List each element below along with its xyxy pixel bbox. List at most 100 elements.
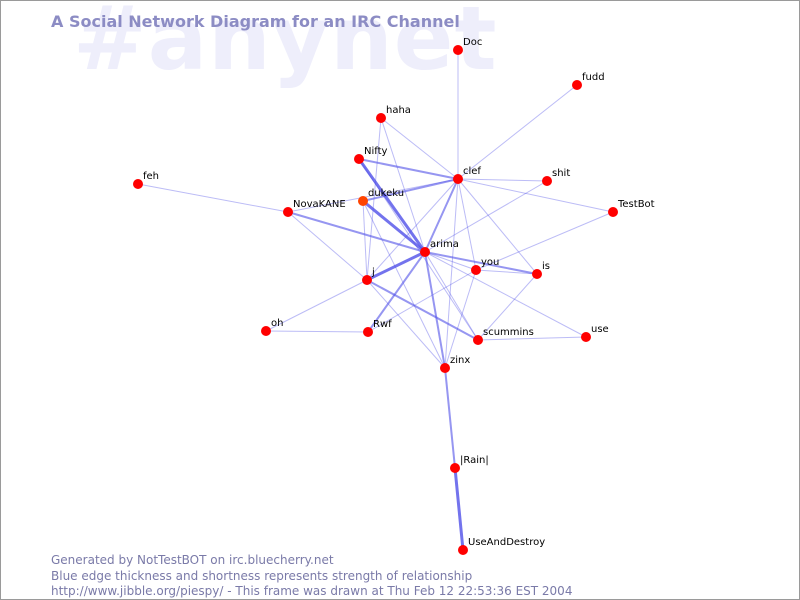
edge-shit-arima (424, 180, 548, 253)
node-label-Rain: |Rain| (460, 455, 489, 466)
node-dukeku: dukeku (358, 188, 404, 206)
edge-arima-you (424, 251, 477, 271)
node-label-zinx: zinx (450, 355, 470, 366)
edge-arima-j (366, 250, 426, 282)
node-label-oh: oh (271, 318, 283, 329)
node-label-Doc: Doc (463, 37, 482, 48)
node-label-j: j (371, 267, 375, 278)
node-dot-scummins (473, 335, 483, 345)
edge-clef-TestBot (457, 178, 614, 213)
edge-j-zinx (366, 279, 446, 369)
node-scummins: scummins (473, 327, 534, 345)
edge-arima-scummins (424, 251, 479, 341)
node-Nifty: Nifty (354, 146, 388, 164)
edge-clef-you (457, 178, 477, 271)
node-label-Nifty: Nifty (364, 146, 388, 157)
node-label-shit: shit (552, 168, 570, 179)
node-label-use: use (591, 324, 609, 335)
edge-Rain-UseAndDestroy (453, 467, 465, 551)
edge-clef-j (366, 178, 459, 281)
node-haha: haha (376, 105, 411, 123)
edge-Nifty-clef (358, 158, 459, 180)
node-dot-Nifty (354, 154, 364, 164)
node-fudd: fudd (572, 72, 605, 90)
node-label-NovaKANE: NovaKANE (293, 199, 346, 210)
node-dot-zinx (440, 363, 450, 373)
node-dot-Rwf (363, 327, 373, 337)
node-clef: clef (453, 166, 481, 184)
edge-Nifty-arima (357, 158, 427, 253)
node-dot-arima (420, 247, 430, 257)
node-UseAndDestroy: UseAndDestroy (458, 537, 545, 555)
node-feh: feh (133, 171, 159, 189)
node-label-dukeku: dukeku (368, 188, 404, 199)
edge-j-oh (265, 279, 368, 332)
edge-dukeku-arima (362, 199, 426, 254)
node-dot-j (362, 275, 372, 285)
node-zinx: zinx (440, 355, 470, 373)
node-label-clef: clef (463, 166, 481, 177)
edge-is-scummins (477, 273, 538, 341)
edge-you-Rwf (367, 269, 477, 333)
node-label-UseAndDestroy: UseAndDestroy (468, 537, 545, 548)
edge-clef-shit (457, 178, 548, 182)
edge-clef-zinx (444, 178, 459, 369)
node-label-arima: arima (430, 239, 459, 250)
node-label-is: is (542, 261, 550, 272)
edge-zinx-Rain (444, 367, 456, 469)
edge-arima-is (424, 251, 538, 275)
node-dot-TestBot (608, 207, 618, 217)
edge-arima-use (424, 251, 587, 338)
node-dot-Doc (453, 45, 463, 55)
edge-layer (137, 50, 614, 551)
node-dot-you (471, 265, 481, 275)
node-dot-haha (376, 113, 386, 123)
edge-dukeku-zinx (362, 200, 446, 369)
edge-clef-arima (424, 178, 459, 253)
edge-feh-NovaKANE (137, 183, 289, 213)
diagram-title: A Social Network Diagram for an IRC Chan… (51, 12, 460, 31)
node-TestBot: TestBot (608, 199, 655, 217)
node-you: you (471, 257, 499, 275)
edge-TestBot-you (475, 211, 614, 271)
node-arima: arima (420, 239, 459, 257)
edge-j-scummins (366, 279, 479, 341)
node-dot-fudd (572, 80, 582, 90)
node-dot-UseAndDestroy (458, 545, 468, 555)
edge-NovaKANE-arima (287, 211, 426, 253)
node-dot-oh (261, 326, 271, 336)
node-dot-feh (133, 179, 143, 189)
edge-arima-Rwf (367, 251, 426, 333)
node-label-fudd: fudd (582, 72, 605, 83)
footer-line-legend: Blue edge thickness and shortness repres… (51, 568, 473, 583)
edge-you-is (475, 269, 538, 275)
node-Doc: Doc (453, 37, 482, 55)
edge-you-zinx (444, 269, 477, 369)
node-NovaKANE: NovaKANE (283, 199, 346, 217)
node-use: use (581, 324, 609, 342)
node-Rwf: Rwf (363, 319, 392, 337)
node-shit: shit (542, 168, 570, 186)
edge-clef-NovaKANE (287, 178, 459, 213)
node-j: j (362, 267, 375, 285)
node-dot-NovaKANE (283, 207, 293, 217)
edge-dukeku-j (362, 200, 368, 281)
node-dot-Rain (450, 463, 460, 473)
edge-haha-clef (380, 117, 459, 180)
edge-fudd-clef (457, 84, 578, 180)
node-dot-shit (542, 176, 552, 186)
edge-oh-Rwf (265, 330, 369, 333)
node-label-scummins: scummins (483, 327, 534, 338)
node-label-TestBot: TestBot (617, 199, 655, 210)
edge-arima-zinx (424, 251, 446, 369)
node-dot-use (581, 332, 591, 342)
footer-line-generator: Generated by NotTestBOT on irc.bluecherr… (51, 553, 334, 567)
node-dot-clef (453, 174, 463, 184)
node-dot-is (532, 269, 542, 279)
node-label-haha: haha (386, 105, 411, 116)
node-Rain: |Rain| (450, 455, 489, 473)
node-label-you: you (481, 257, 499, 268)
